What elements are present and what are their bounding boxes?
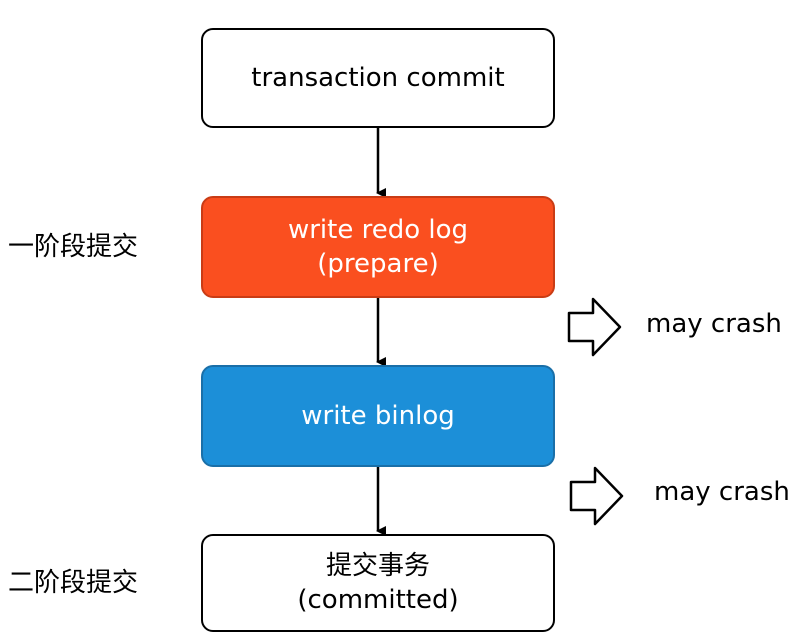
- write-binlog-label: write binlog: [301, 401, 455, 431]
- commit-transaction-label: 提交事务: [325, 551, 430, 581]
- write-redo-log-label: write redo log: [287, 215, 469, 245]
- prepare-label: (prepare): [317, 249, 439, 279]
- may-crash-label-2: may crash: [654, 477, 790, 507]
- write-redo-log-box: write redo log (prepare): [201, 196, 555, 298]
- may-crash-label-1: may crash: [646, 309, 782, 339]
- write-binlog-box: write binlog: [201, 365, 555, 467]
- committed-label: (committed): [297, 585, 459, 615]
- hollow-arrow-right-icon: [569, 466, 624, 526]
- committed-box: 提交事务 (committed): [201, 534, 555, 632]
- hollow-arrow-right-icon: [567, 297, 622, 357]
- phase-two-label: 二阶段提交: [8, 568, 139, 598]
- transaction-commit-box: transaction commit: [201, 28, 555, 128]
- transaction-commit-label: transaction commit: [251, 63, 505, 93]
- phase-one-label: 一阶段提交: [8, 232, 139, 262]
